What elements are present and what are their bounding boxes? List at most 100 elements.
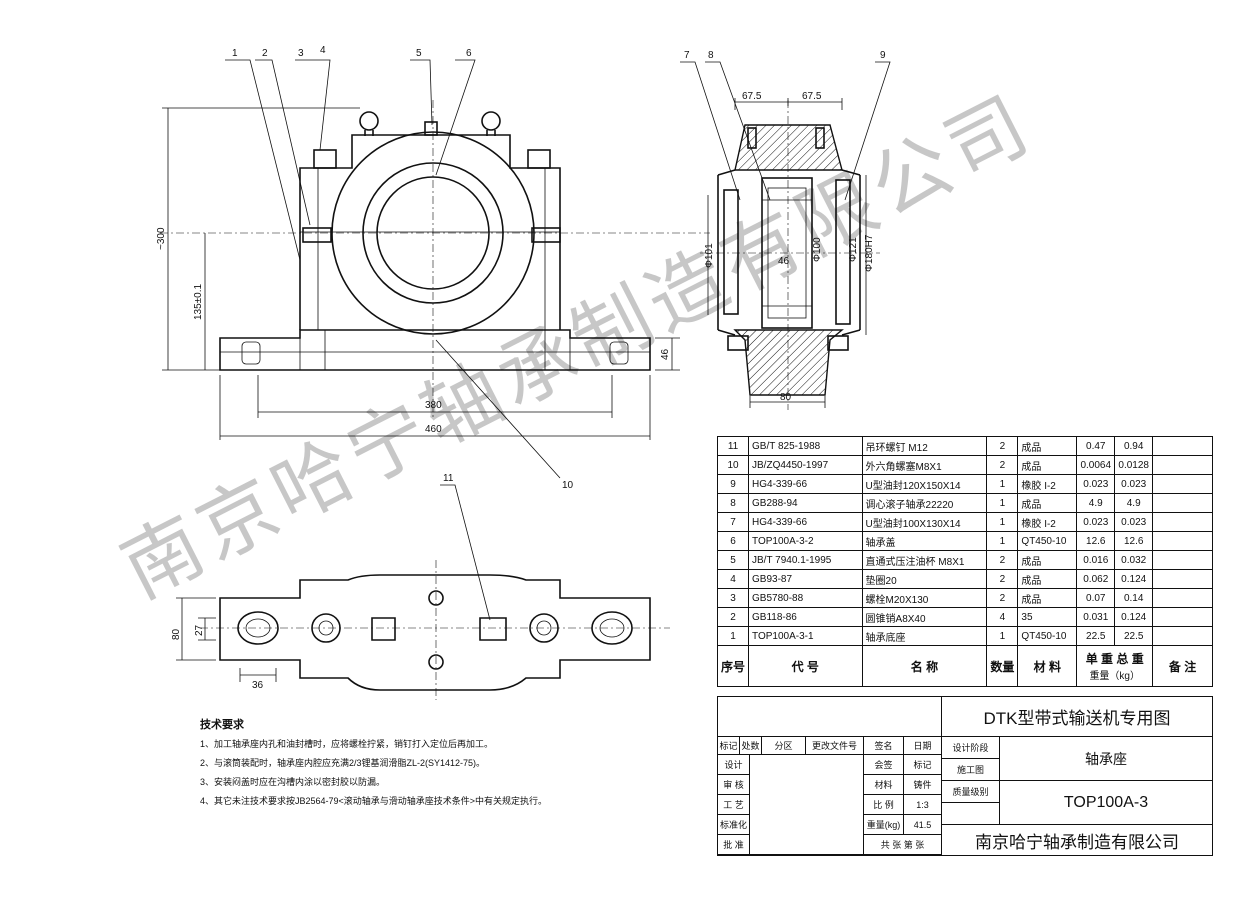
callout-6: 6 — [466, 48, 472, 59]
bom-cell-seq: 2 — [716, 607, 750, 627]
bom-cell-qty: 2 — [986, 569, 1019, 589]
note-item: 4、其它未注技术要求按JB2564-79<滚动轴承与滑动轴承座技术条件>中有关规… — [200, 796, 548, 806]
label-change-doc: 更改文件号 — [806, 737, 864, 755]
callout-10: 10 — [562, 480, 574, 491]
bom-cell-total-weight: 0.032 — [1114, 550, 1154, 570]
label-count: 处数 — [740, 737, 762, 755]
bom-cell-name: 外六角螺塞M8X1 — [861, 455, 988, 475]
callout-4: 4 — [320, 45, 326, 56]
bom-cell-total-weight: 0.124 — [1114, 569, 1154, 589]
label-date: 日期 — [904, 737, 942, 755]
bom-cell-code: GB93-87 — [748, 569, 863, 589]
bom-cell-seq: 9 — [716, 474, 750, 494]
label-construction: 施工图 — [942, 759, 1000, 781]
bom-cell-qty: 1 — [986, 493, 1019, 513]
bom-cell-remark — [1152, 493, 1213, 513]
bom-header-row: 序号 代 号 名 称 数量 材 料 单 重 总 重 重量（kg） 备 注 — [716, 645, 1213, 687]
label-grade: 质量级别 — [942, 781, 1000, 803]
bom-cell-total-weight: 0.023 — [1114, 512, 1154, 532]
bom-cell-material: 成品 — [1017, 588, 1078, 608]
bom-cell-unit-weight: 0.47 — [1076, 436, 1116, 456]
bom-cell-qty: 2 — [986, 588, 1019, 608]
bom-cell-material: QT450-10 — [1017, 531, 1078, 551]
bom-cell-total-weight: 0.94 — [1114, 436, 1154, 456]
bom-cell-total-weight: 22.5 — [1114, 626, 1154, 646]
header-code: 代 号 — [748, 645, 863, 687]
bom-cell-name: 吊环螺钉 M12 — [861, 436, 988, 456]
bom-cell-unit-weight: 0.016 — [1076, 550, 1116, 570]
bom-cell-name: U型油封100X130X14 — [861, 512, 988, 532]
callout-3: 3 — [298, 48, 304, 59]
bom-cell-code: JB/T 7940.1-1995 — [748, 550, 863, 570]
label-approve: 批 准 — [718, 835, 750, 855]
bom-cell-total-weight: 0.14 — [1114, 588, 1154, 608]
bom-cell-code: GB288-94 — [748, 493, 863, 513]
callout-9: 9 — [880, 50, 886, 61]
company-name: 南京哈宁轴承制造有限公司 — [975, 832, 1179, 852]
header-total-wt: 总 重 — [1116, 652, 1144, 666]
revision-area — [718, 697, 942, 737]
callout-7: 7 — [684, 50, 690, 61]
blank-cell — [942, 803, 1000, 825]
label-countersign: 会签 — [864, 755, 904, 775]
dim-width-80: 80 — [171, 628, 182, 640]
callout-2: 2 — [262, 48, 268, 59]
signature-area — [750, 755, 864, 855]
dim-d100: Φ100 — [812, 237, 823, 262]
bom-cell-material: 橡胶 I-2 — [1017, 512, 1078, 532]
bom-cell-qty: 2 — [986, 455, 1019, 475]
drawing-title: DTK型带式输送机专用图 — [942, 697, 1212, 737]
bom-cell-unit-weight: 0.031 — [1076, 607, 1116, 627]
header-seq: 序号 — [716, 645, 750, 687]
bom-cell-seq: 11 — [716, 436, 750, 456]
label-weight: 重量(kg) — [864, 815, 904, 835]
bom-cell-total-weight: 12.6 — [1114, 531, 1154, 551]
bom-cell-seq: 10 — [716, 455, 750, 475]
scale-value: 1:3 — [904, 795, 942, 815]
bom-cell-code: GB118-86 — [748, 607, 863, 627]
dim-slot-27: 27 — [194, 624, 205, 636]
header-qty: 数量 — [986, 645, 1019, 687]
callout-5: 5 — [416, 48, 422, 59]
part-name: 轴承座 — [1000, 737, 1212, 781]
bom-cell-unit-weight: 22.5 — [1076, 626, 1116, 646]
callout-11: 11 — [443, 473, 454, 484]
bom-cell-qty: 2 — [986, 436, 1019, 456]
side-section-view: 67.5 67.5 80 46 Φ101 Φ100 Φ121 Φ180H7 7 … — [680, 50, 891, 410]
bom-cell-unit-weight: 0.023 — [1076, 512, 1116, 532]
bom-cell-material: 成品 — [1017, 569, 1078, 589]
label-casting: 铸件 — [904, 775, 942, 795]
label-check: 审 核 — [718, 775, 750, 795]
bom-cell-material: 成品 — [1017, 455, 1078, 475]
bom-cell-code: HG4-339-66 — [748, 474, 863, 494]
bom-cell-code: GB5780-88 — [748, 588, 863, 608]
drawing-number: TOP100A-3 — [1000, 781, 1212, 825]
label-process: 工 艺 — [718, 795, 750, 815]
dim-right-67: 67.5 — [802, 91, 822, 102]
header-remark: 备 注 — [1152, 645, 1213, 687]
bom-cell-material: 橡胶 I-2 — [1017, 474, 1078, 494]
bom-cell-seq: 7 — [716, 512, 750, 532]
label-sheets: 共 张 第 张 — [864, 835, 942, 855]
notes-title: 技术要求 — [200, 719, 244, 731]
header-name: 名 称 — [861, 645, 988, 687]
bom-cell-name: U型油封120X150X14 — [861, 474, 988, 494]
bom-cell-name: 垫圈20 — [861, 569, 988, 589]
front-view: ~300 135±0.1 46 380 460 1 2 3 4 5 6 10 — [156, 45, 710, 491]
technical-notes: 技术要求 1、加工轴承座内孔和油封槽时，应将螺栓拧紧，销钉打入定位后再加工。 2… — [200, 716, 620, 811]
bom-cell-seq: 5 — [716, 550, 750, 570]
label-stage: 设计阶段 — [942, 737, 1000, 759]
dim-length: 460 — [425, 424, 442, 435]
bom-cell-name: 螺栓M20X130 — [861, 588, 988, 608]
dim-bolt-span: 380 — [425, 400, 442, 411]
label-cancel: 标记 — [904, 755, 942, 775]
